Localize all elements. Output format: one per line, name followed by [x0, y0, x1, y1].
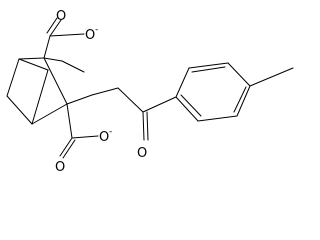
bond-methyl-stub: [43, 57, 63, 62]
molecule-drawing: O O - O O -: [6, 9, 294, 175]
bond-linker-a: [91, 87, 119, 96]
bond-aryl-a: [175, 67, 190, 98]
bond-ring-to-top-carboxyl-carbon: [43, 35, 51, 59]
bond-aryl-e: [197, 115, 238, 122]
bottom-carboxyl-oxygen-single: O: [99, 130, 109, 145]
bond-aryl-b: [188, 62, 229, 69]
bottom-carboxyl-negative-charge: -: [109, 127, 112, 137]
top-carboxyl-oxygen-double: O: [56, 9, 66, 24]
bond-bottom-carboxyl-c-o-double-a: [59, 137, 73, 157]
ketone-linker: O: [66, 87, 177, 161]
bond-top-carboxyl-c-o-single: [49, 33, 85, 37]
bond-ketone-double-b: [146, 111, 149, 141]
bond-aryl-f: [175, 96, 199, 122]
bond-aryl-d-inner: [233, 86, 247, 113]
bond-aryl-f-inner: [180, 94, 202, 117]
bond-linker-b: [117, 87, 144, 113]
bond-ketone-double-a: [142, 111, 145, 141]
bond-ring-a: [18, 57, 45, 60]
bond-top-carboxyl-c-o-double-a: [49, 19, 62, 37]
bond-aryl-b-inner: [191, 66, 226, 73]
bond-aryl-d: [236, 85, 251, 117]
bond-ring-c: [6, 95, 33, 125]
bond-aryl-c: [227, 62, 251, 87]
tolyl-ring: [175, 62, 294, 122]
bond-ring-to-linker: [66, 94, 93, 105]
bond-bridge-b: [31, 69, 49, 125]
bond-aryl-methyl: [249, 67, 294, 87]
bond-top-carboxyl-c-o-double-b: [46, 17, 58, 34]
bond-ketone-to-ring: [142, 96, 177, 113]
carboxylate-bottom: O O -: [55, 103, 112, 175]
bicyclic-ring-system: [6, 57, 85, 125]
ketone-oxygen: O: [137, 146, 147, 161]
carboxylate-top: O O -: [43, 9, 98, 59]
chemical-structure-diagram: O O - O O -: [6, 9, 294, 175]
bond-ring-to-bottom-carboxyl-carbon: [66, 103, 73, 139]
bottom-carboxyl-oxygen-double: O: [55, 160, 65, 175]
bond-ring-d: [31, 103, 68, 125]
top-carboxyl-negative-charge: -: [95, 25, 98, 35]
top-carboxyl-oxygen-single: O: [85, 28, 95, 43]
bond-bridge-a: [18, 58, 49, 71]
bond-bottom-carboxyl-c-o-single: [71, 135, 99, 139]
bond-ring-e: [43, 57, 68, 105]
bond-bottom-carboxyl-c-o-double-b: [62, 139, 76, 159]
bond-ring-b: [6, 58, 20, 97]
bond-methyl: [61, 60, 85, 73]
